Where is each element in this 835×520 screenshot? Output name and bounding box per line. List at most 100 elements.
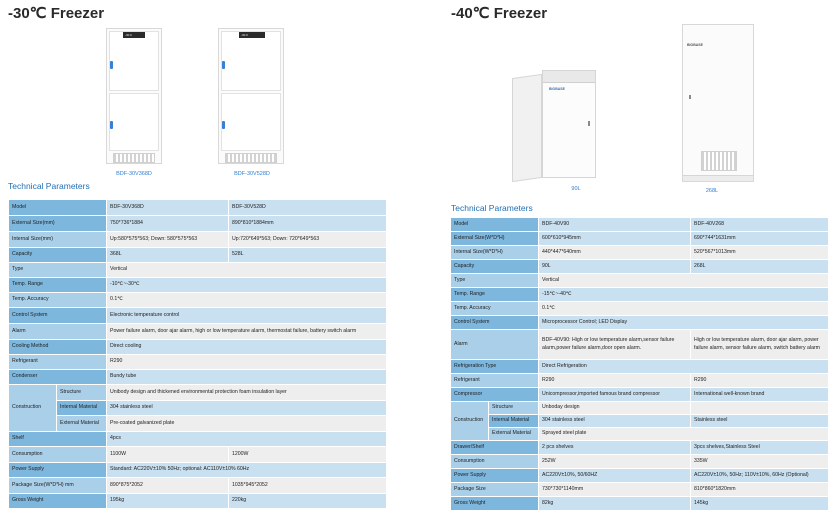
row-value: R290	[106, 354, 388, 370]
row-value: 304 stainless steel	[106, 400, 388, 416]
door-handle-icon	[110, 121, 113, 129]
freezer-image-bdf-40v90: BIOBASE	[512, 66, 598, 183]
row-value: Unibody design and thickened environment…	[106, 384, 388, 401]
door-handle-icon	[110, 61, 113, 69]
page-heading-left: -30℃ Freezer	[8, 5, 105, 22]
row-value-model-1: Unboday design	[538, 401, 692, 415]
row-value: Electronic temperature control	[106, 307, 388, 324]
row-value-model-1: 90L	[538, 259, 692, 274]
row-sublabel-external-material: External Material	[487, 427, 540, 441]
row-value: -10℃~-30℃	[106, 277, 388, 293]
lock-icon	[689, 95, 691, 99]
row-value-model-2: Up:720*649*563; Down: 720*649*563	[228, 231, 388, 248]
row-label-alarm: Alarm	[7, 323, 108, 340]
freezer-side-panel	[512, 73, 542, 183]
row-value-model-1: R290	[538, 373, 692, 388]
row-value-model-1: 1100W	[106, 446, 230, 463]
row-label-condenser: Condenser	[7, 369, 108, 385]
vent-grille	[225, 153, 277, 163]
row-label-cooling-method: Cooling Method	[7, 339, 108, 355]
row-label-gross-weight: Gross Weight	[7, 493, 108, 509]
row-value-model-2: International well-known brand	[690, 387, 830, 402]
row-value: Microprocessor Control; LED Display	[538, 315, 830, 330]
row-label-refrigeration-type: Refrigeration Type	[449, 359, 540, 374]
row-value-model-2: R290	[690, 373, 830, 388]
row-label-external-size-w-d-h: External Size(W*D*H)	[449, 231, 540, 246]
row-label-alarm: Alarm	[449, 329, 540, 360]
row-label-capacity: Capacity	[7, 247, 108, 263]
row-value-model-2: 690*744*1631mm	[690, 231, 830, 246]
row-value: Pre-coated galvanized plate	[106, 415, 388, 432]
row-value-model-2: 1035*945*2052	[228, 477, 388, 494]
row-value-model-1: BDF-30V368D	[106, 199, 230, 216]
row-value: Bundy tube	[106, 369, 388, 385]
row-value-model-2: 1200W	[228, 446, 388, 463]
page-heading-right: -40℃ Freezer	[451, 5, 548, 22]
row-label-temp-accuracy: Temp. Accuracy	[449, 301, 540, 316]
caption-bdf-30v368d: BDF-30V368D	[116, 171, 152, 177]
row-label-type: Type	[7, 262, 108, 278]
row-value-model-1: 890*875*2052	[106, 477, 230, 494]
caption-268l: 268L	[705, 188, 719, 194]
row-value-model-2: 528L	[228, 247, 388, 263]
row-value-model-1: BDF-40V90: High or low temperature alarm…	[538, 329, 692, 360]
base-plinth	[683, 175, 753, 181]
freezer-front-panel: BIOBASE	[542, 70, 596, 178]
row-label-construction: Construction	[8, 384, 57, 432]
row-label-gross-weight: Gross Weight	[449, 496, 540, 511]
row-label-consumption: Consumption	[449, 454, 540, 469]
row-label-type: Type	[449, 273, 540, 288]
row-value-model-2	[690, 401, 830, 415]
row-label-internal-size-mm: Internal Size(mm)	[7, 231, 108, 248]
row-label-temp-range: Temp. Range	[449, 287, 540, 302]
row-label-package-size: Package Size	[449, 482, 540, 497]
row-label-package-size-w-d-h-mm: Package Size(W*D*H) mm	[7, 477, 108, 494]
row-label-external-size-mm: External Size(mm)	[7, 215, 108, 232]
row-value: Vertical	[538, 273, 830, 288]
freezer-image-bdf-30v528d: -30.0	[218, 28, 284, 164]
row-value-model-1: Up:580*575*563; Down: 580*575*563	[106, 231, 230, 248]
row-value-model-1: 304 stainless steel	[538, 414, 692, 428]
row-value-model-1: 730*730*1140mm	[538, 482, 692, 497]
row-sublabel-external-material: External Material	[55, 415, 108, 432]
table-row: Temp. Range-10℃~-30℃	[7, 277, 388, 293]
vent-grille	[701, 151, 737, 171]
row-sublabel-structure: Structure	[487, 401, 540, 415]
row-label-power-supply: Power Supply	[449, 468, 540, 483]
row-label-model: Model	[7, 199, 108, 216]
row-value-model-1: 2 pcs shelves	[538, 440, 692, 455]
row-value-model-1: BDF-40V90	[538, 217, 692, 232]
row-value: 4pcs	[106, 431, 388, 447]
lower-door	[221, 93, 281, 151]
row-value-model-2: 890*810*1884mm	[228, 215, 388, 232]
row-label-refrigerant: Refrigerant	[7, 354, 108, 370]
row-value-model-2: 335W	[690, 454, 830, 469]
brand-label: BIOBASE	[549, 87, 565, 91]
